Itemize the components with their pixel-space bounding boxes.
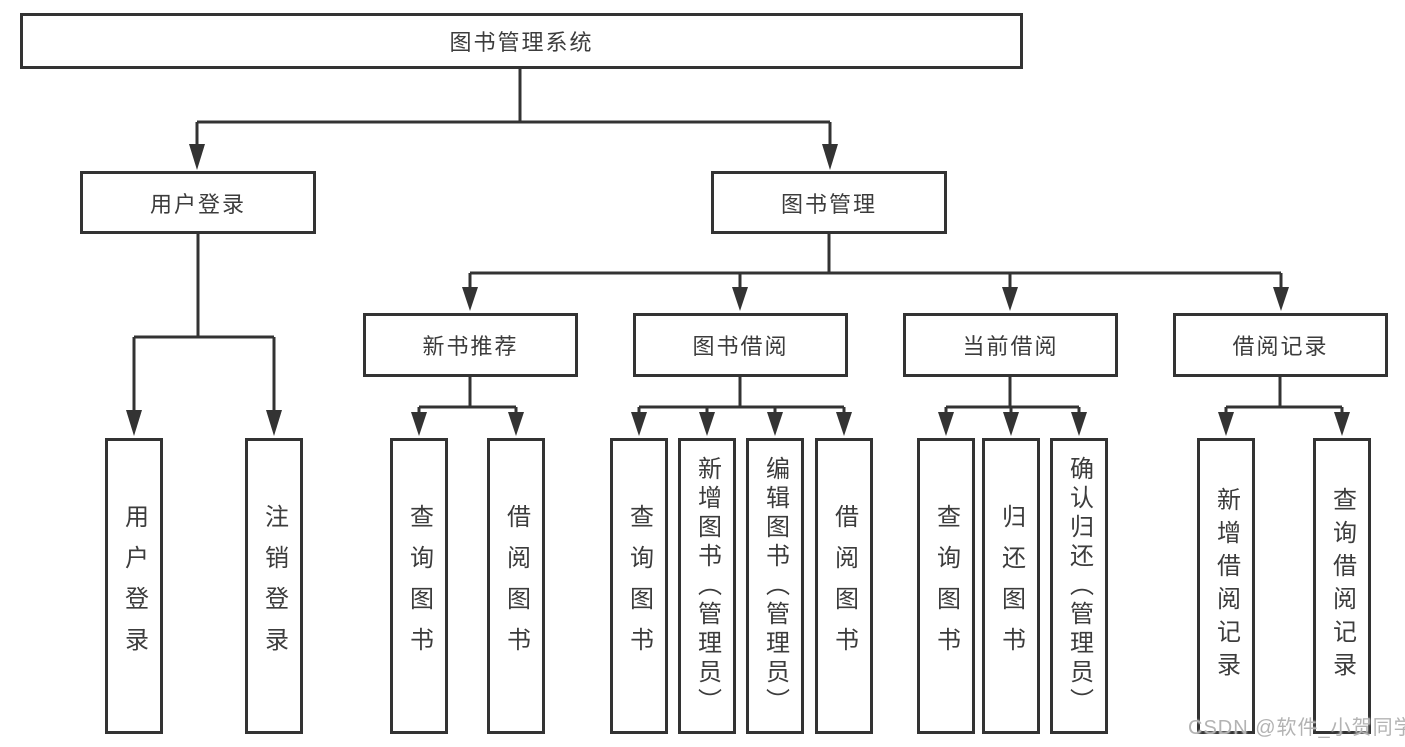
arrowheads-user-login-branch xyxy=(126,410,282,436)
leaf-current-query-books: 查询图书 xyxy=(917,438,975,734)
connector-root-to-level2 xyxy=(195,69,832,148)
arrowheads-new-book-rec-branch xyxy=(411,412,524,436)
node-current-borrow: 当前借阅 xyxy=(903,313,1118,377)
leaf-record-query-borrow-record-label: 查询借阅记录 xyxy=(1328,487,1356,685)
leaf-user-login: 用户登录 xyxy=(105,438,163,734)
leaf-logout: 注销登录 xyxy=(245,438,303,734)
node-root-system: 图书管理系统 xyxy=(20,13,1023,69)
arrowheads-book-mgmt-branch xyxy=(462,287,1289,311)
node-user-login-label: 用户登录 xyxy=(149,191,246,217)
leaf-current-confirm-return-admin-label: 确认归还（管理员） xyxy=(1065,455,1093,717)
node-user-login: 用户登录 xyxy=(80,171,316,234)
node-borrow-record: 借阅记录 xyxy=(1173,313,1388,377)
leaf-borrow-borrow-books: 借阅图书 xyxy=(815,438,873,734)
leaf-borrow-borrow-books-label: 借阅图书 xyxy=(830,504,858,668)
leaf-borrow-query-books: 查询图书 xyxy=(610,438,668,734)
leaf-borrow-add-books-admin: 新增图书（管理员） xyxy=(678,438,736,734)
csdn-watermark: CSDN @软件_小贺同学 xyxy=(1188,717,1405,739)
node-book-borrow: 图书借阅 xyxy=(633,313,848,377)
leaf-borrow-edit-books-admin: 编辑图书（管理员） xyxy=(746,438,804,734)
leaf-rec-query-books-label: 查询图书 xyxy=(405,504,433,668)
connector-book-mgmt-branch xyxy=(468,233,1283,291)
leaf-logout-label: 注销登录 xyxy=(260,504,288,668)
leaf-current-confirm-return-admin: 确认归还（管理员） xyxy=(1050,438,1108,734)
arrowheads-borrow-record-branch xyxy=(1218,412,1350,436)
leaf-borrow-add-books-admin-label: 新增图书（管理员） xyxy=(693,455,721,717)
leaf-current-return-books-label: 归还图书 xyxy=(997,504,1025,668)
connector-user-login-branch xyxy=(132,233,276,414)
node-root-label: 图书管理系统 xyxy=(449,30,594,55)
connector-current-borrow-branch xyxy=(944,377,1081,416)
leaf-record-add-borrow-record: 新增借阅记录 xyxy=(1197,438,1255,734)
node-new-book-recommend: 新书推荐 xyxy=(363,313,578,377)
leaf-borrow-query-books-label: 查询图书 xyxy=(625,504,653,668)
connector-book-borrow-branch xyxy=(637,377,846,416)
leaf-record-add-borrow-record-label: 新增借阅记录 xyxy=(1212,487,1240,685)
node-current-borrow-label: 当前借阅 xyxy=(962,334,1059,359)
leaf-rec-borrow-books-label: 借阅图书 xyxy=(502,504,530,668)
leaf-rec-query-books: 查询图书 xyxy=(390,438,448,734)
leaf-rec-borrow-books: 借阅图书 xyxy=(487,438,545,734)
arrowheads-current-borrow-branch xyxy=(938,412,1087,436)
connector-borrow-record-branch xyxy=(1224,377,1344,416)
node-book-management-label: 图书管理 xyxy=(780,191,877,217)
leaf-borrow-edit-books-admin-label: 编辑图书（管理员） xyxy=(761,455,789,717)
leaf-record-query-borrow-record: 查询借阅记录 xyxy=(1313,438,1371,734)
leaf-current-return-books: 归还图书 xyxy=(982,438,1040,734)
node-new-book-recommend-label: 新书推荐 xyxy=(422,334,519,359)
node-borrow-record-label: 借阅记录 xyxy=(1232,334,1329,359)
arrowheads-book-borrow-branch xyxy=(631,412,852,436)
leaf-current-query-books-label: 查询图书 xyxy=(932,504,960,668)
node-book-management: 图书管理 xyxy=(711,171,947,234)
node-book-borrow-label: 图书借阅 xyxy=(692,334,789,359)
connector-new-book-rec-branch xyxy=(417,377,518,416)
arrowheads-root-to-level2 xyxy=(189,144,838,170)
leaf-user-login-label: 用户登录 xyxy=(120,504,148,668)
